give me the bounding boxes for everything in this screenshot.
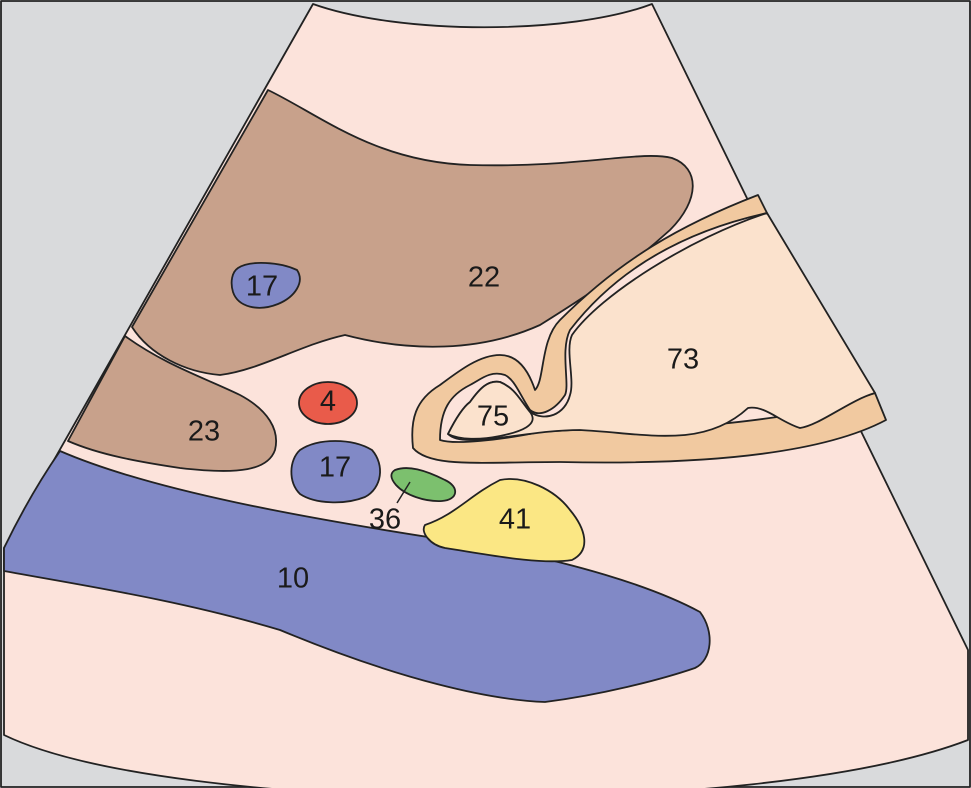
region-17-middle (290, 440, 381, 504)
label-73: 73 (667, 344, 699, 376)
region-4 (298, 381, 358, 425)
region-17-upper (230, 262, 301, 309)
region-36 (390, 467, 457, 502)
region-41 (422, 478, 586, 563)
label-4: 4 (320, 386, 336, 418)
label-36: 36 (369, 504, 401, 536)
label-17-upper: 17 (246, 271, 278, 303)
label-10: 10 (277, 563, 309, 595)
label-22: 22 (468, 262, 500, 294)
label-23: 23 (188, 416, 220, 448)
label-75: 75 (477, 401, 509, 433)
label-17-middle: 17 (319, 452, 351, 484)
label-41: 41 (499, 504, 531, 536)
region-23 (67, 335, 277, 472)
pointer-36 (396, 481, 411, 504)
region-75 (447, 380, 534, 440)
